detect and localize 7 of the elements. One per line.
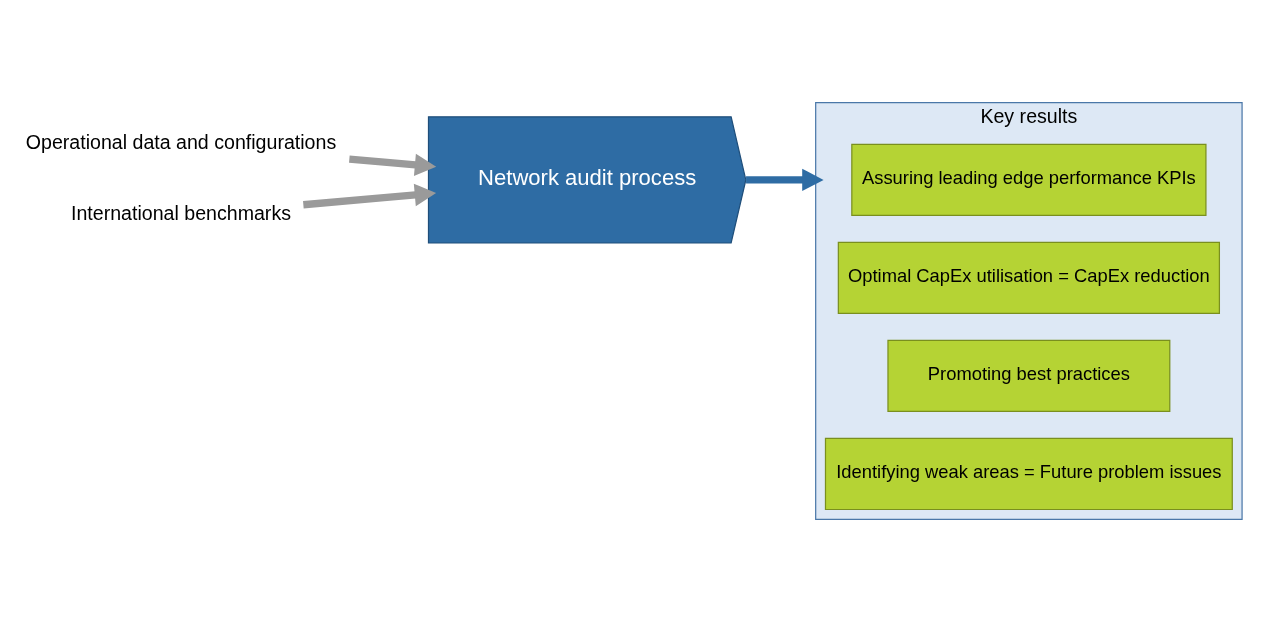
- node-box: Optimal CapEx utilisation = CapEx reduction: [837, 241, 1221, 314]
- node-text: Operational data and configurations: [25, 130, 337, 153]
- arrow: [746, 168, 824, 191]
- node-box: Identifying weak areas = Future problem issues: [824, 437, 1233, 510]
- node-box: Promoting best practices: [887, 339, 1171, 412]
- node-text: International benchmarks: [70, 201, 291, 224]
- node-box: Assuring leading edge performance KPIs: [851, 143, 1207, 216]
